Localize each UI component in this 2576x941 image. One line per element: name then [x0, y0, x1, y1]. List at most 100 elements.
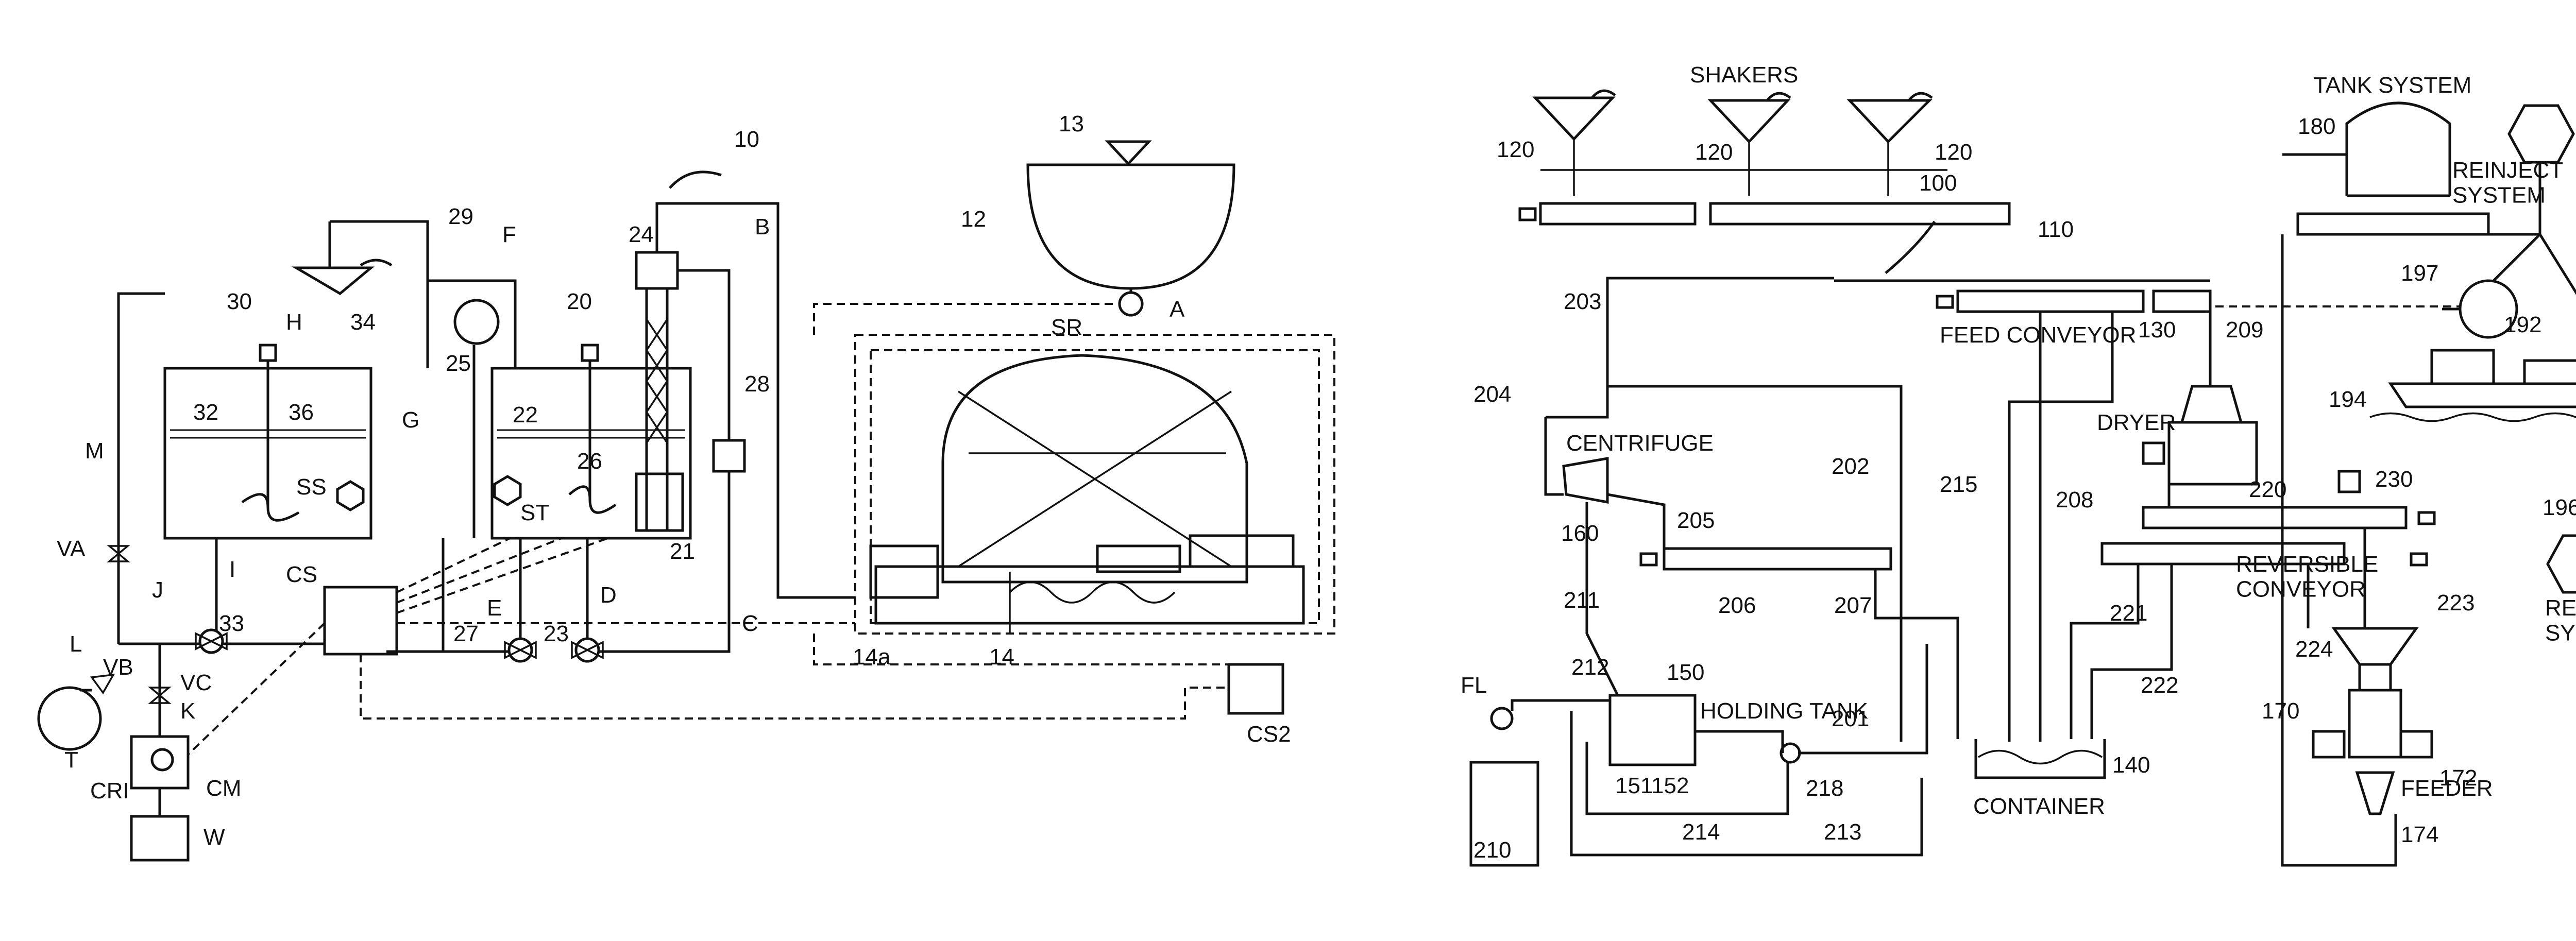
- ref-14: 14: [989, 644, 1014, 670]
- ref-197: 197: [2401, 261, 2438, 286]
- label-reversible-conveyor: REVERSIBLECONVEYOR: [2236, 552, 2378, 602]
- ref-150: 150: [1667, 660, 1704, 685]
- ref-207: 207: [1834, 593, 1872, 618]
- ref-13: 13: [1059, 111, 1084, 136]
- ref-e: E: [487, 595, 502, 621]
- ref-221: 221: [2110, 601, 2147, 626]
- gauge-25: [455, 300, 498, 344]
- ref-230: 230: [2375, 467, 2413, 492]
- shaker-34: [296, 260, 392, 294]
- ref-10: 10: [734, 127, 759, 152]
- ref-201: 201: [1832, 706, 1869, 731]
- ref-fl: FL: [1461, 673, 1487, 698]
- ref-210: 210: [1473, 837, 1511, 863]
- ref-174: 174: [2401, 822, 2438, 847]
- ref-222: 222: [2141, 673, 2178, 698]
- ref-22: 22: [513, 402, 538, 427]
- ref-209: 209: [2226, 317, 2263, 343]
- ref-180: 180: [2298, 114, 2335, 139]
- cri-box: [131, 737, 188, 788]
- container-140: [1976, 739, 2105, 778]
- holding-tank-150: [1610, 695, 1695, 765]
- ref-194: 194: [2329, 387, 2366, 412]
- ref-ss: SS: [296, 474, 327, 500]
- ref-120-c: 120: [1935, 140, 1972, 165]
- ref-f: F: [502, 222, 516, 247]
- ref-b: B: [755, 214, 770, 239]
- hopper-12: [1028, 142, 1234, 315]
- pump-27: [505, 639, 536, 661]
- ref-214: 214: [1682, 819, 1720, 845]
- ref-cs: CS: [286, 562, 317, 587]
- ref-160: 160: [1561, 521, 1599, 546]
- ref-i: I: [229, 557, 235, 582]
- centrifuge-160: [1564, 458, 1607, 502]
- ref-208: 208: [2056, 487, 2093, 512]
- ref-170: 170: [2262, 698, 2299, 724]
- dryer-130: [2143, 386, 2257, 484]
- ref-29: 29: [448, 204, 473, 229]
- ref-21: 21: [670, 539, 695, 564]
- ref-212: 212: [1571, 655, 1609, 680]
- ref-34: 34: [350, 310, 376, 335]
- ref-26: 26: [577, 449, 602, 474]
- ref-vb: VB: [103, 655, 133, 680]
- ref-st: ST: [520, 500, 549, 525]
- conveyor-206: [1664, 549, 1891, 569]
- ref-w: W: [204, 825, 225, 850]
- feed-conveyor-110: [1958, 291, 2143, 312]
- right-figure: SHAKERS TANK SYSTEM REINJECTSYSTEM FEED …: [1461, 62, 2576, 865]
- tank-t: [39, 688, 100, 749]
- ref-sr: SR: [1051, 315, 1082, 340]
- ref-14a: 14a: [853, 644, 891, 670]
- ref-224: 224: [2295, 637, 2333, 662]
- ref-d: D: [600, 583, 617, 608]
- arrow-100: [1886, 221, 1935, 273]
- label-tank-system: TANK SYSTEM: [2313, 73, 2471, 98]
- ref-192: 192: [2504, 312, 2541, 337]
- ref-h: H: [286, 310, 302, 335]
- ref-120-b: 120: [1695, 140, 1733, 165]
- ref-a: A: [1170, 297, 1185, 322]
- control-system-cs: [325, 587, 397, 654]
- arrow-10: [670, 172, 721, 188]
- conveyor-top-2: [1710, 203, 2009, 224]
- ref-215: 215: [1940, 472, 1977, 497]
- ref-12: 12: [961, 207, 986, 232]
- ref-110: 110: [2038, 217, 2074, 242]
- box-28: [714, 440, 744, 471]
- label-reinject-system-top: REINJECTSYSTEM: [2452, 158, 2563, 208]
- ref-151: 151: [1615, 773, 1653, 798]
- ref-l: L: [70, 631, 82, 657]
- reinject-190: [2509, 106, 2573, 162]
- label-reinject-system-bottom: REINJECTSYSTEM: [2545, 595, 2576, 645]
- ref-205: 205: [1677, 508, 1715, 533]
- ref-202: 202: [1832, 454, 1869, 479]
- ref-218: 218: [1806, 776, 1843, 801]
- ref-140: 140: [2112, 752, 2150, 778]
- ref-204: 204: [1473, 382, 1511, 407]
- ref-va: VA: [57, 536, 86, 561]
- ref-30: 30: [227, 289, 252, 314]
- reinject-196: [2548, 536, 2576, 592]
- ref-28: 28: [744, 371, 770, 397]
- ref-120-a: 120: [1497, 137, 1534, 162]
- ref-223: 223: [2437, 590, 2475, 615]
- ref-k: K: [180, 698, 195, 724]
- shakers-120: [1535, 91, 1947, 196]
- reversible-conveyor-220-upper: [2143, 507, 2406, 528]
- ref-m: M: [85, 438, 104, 464]
- w-box: [131, 816, 188, 860]
- ref-cri: CRI: [90, 778, 129, 803]
- ref-vc: VC: [180, 670, 212, 695]
- ref-203: 203: [1564, 289, 1601, 314]
- ref-206: 206: [1718, 593, 1756, 618]
- fl-meter: [1492, 708, 1512, 729]
- ref-cm: CM: [206, 776, 241, 801]
- ref-33: 33: [219, 611, 244, 636]
- label-feed-conveyor: FEED CONVEYOR: [1940, 322, 2136, 348]
- ref-cs2: CS2: [1247, 722, 1291, 747]
- ref-211: 211: [1564, 588, 1600, 613]
- ref-213: 213: [1824, 819, 1861, 845]
